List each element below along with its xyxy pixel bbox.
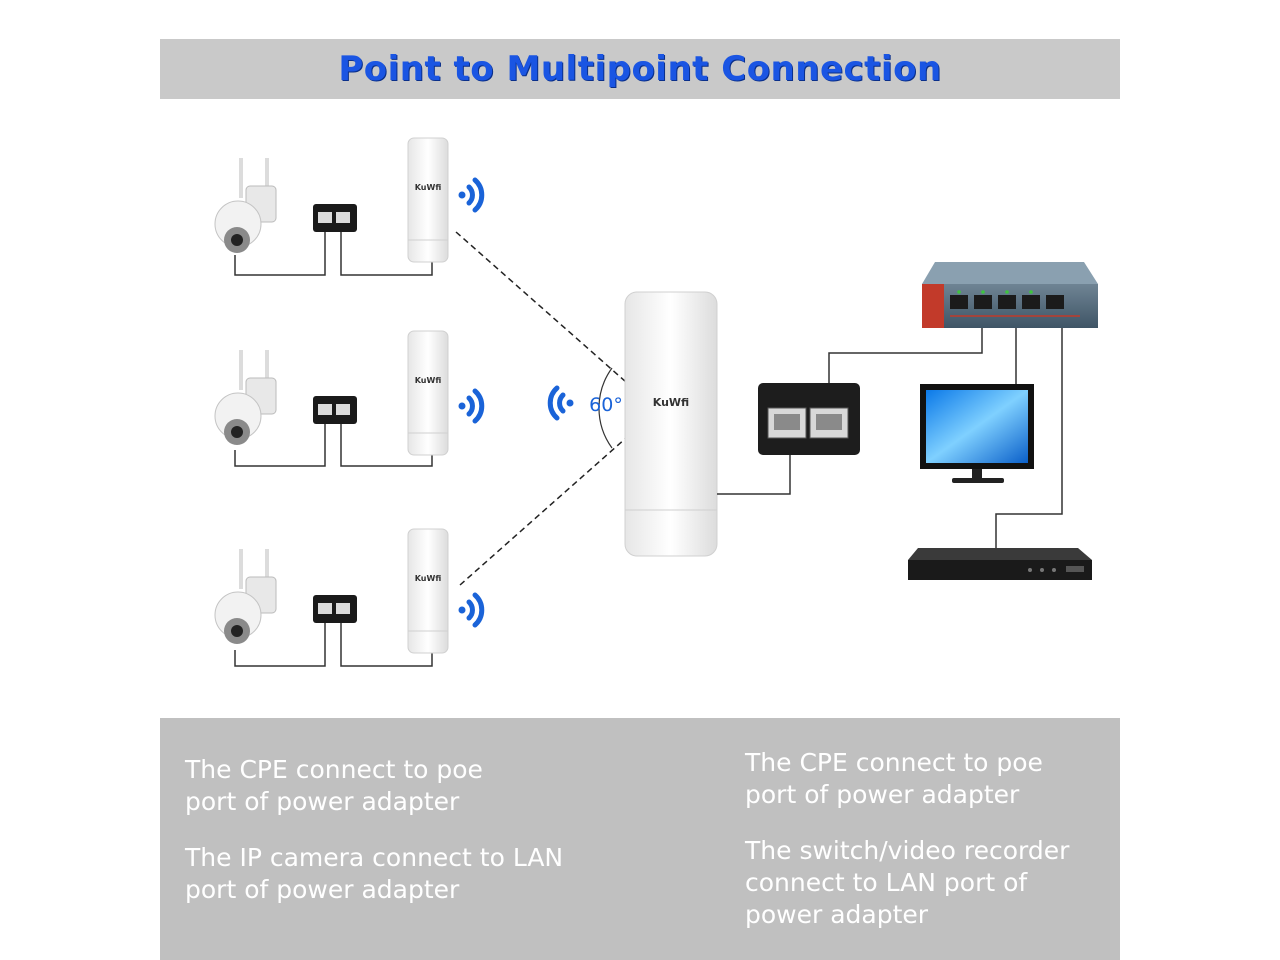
info-note: The CPE connect to poe port of power ada… bbox=[745, 748, 1043, 809]
ip-camera-icon bbox=[214, 158, 277, 253]
wire bbox=[234, 622, 326, 667]
info-note: The IP camera connect to LAN port of pow… bbox=[185, 843, 564, 904]
network-switch-icon bbox=[922, 262, 1098, 328]
poe-adapter-icon bbox=[313, 595, 357, 623]
video-recorder-icon bbox=[908, 548, 1092, 580]
wire bbox=[828, 328, 983, 383]
cpe-brand-label: KuWfi bbox=[415, 574, 442, 583]
cpe-unit: KuWfi bbox=[407, 528, 449, 654]
wifi-signal-icon bbox=[458, 177, 485, 213]
network-diagram: KuWfi KuWfi bbox=[214, 137, 1098, 667]
poe-adapter-icon bbox=[313, 396, 357, 424]
poe-adapter-large-icon bbox=[758, 383, 860, 455]
wifi-signal-icon bbox=[458, 388, 485, 424]
camera-row-2: KuWfi bbox=[214, 330, 449, 467]
angle-label: 60° bbox=[589, 394, 623, 416]
wire bbox=[995, 328, 1063, 548]
wifi-signal-icon bbox=[458, 592, 485, 628]
info-note: The switch/video recorder connect to LAN… bbox=[745, 836, 1070, 929]
ip-camera-icon bbox=[214, 549, 277, 644]
cpe-unit: KuWfi bbox=[407, 137, 449, 263]
monitor-icon bbox=[920, 384, 1034, 483]
wire bbox=[340, 622, 433, 667]
wire bbox=[234, 423, 326, 467]
info-column-left: The CPE connect to poe port of power ada… bbox=[185, 754, 605, 930]
info-note: The CPE connect to poe port of power ada… bbox=[185, 755, 483, 816]
wire bbox=[340, 232, 433, 276]
wifi-signal-icon bbox=[547, 385, 574, 421]
angle-arc bbox=[598, 367, 613, 449]
cpe-brand-label: KuWfi bbox=[415, 376, 442, 385]
cpe-unit: KuWfi bbox=[407, 330, 449, 456]
camera-row-1: KuWfi bbox=[214, 137, 449, 276]
page-title: Point to Multipoint Connection bbox=[338, 49, 942, 89]
info-column-right: The CPE connect to poe port of power ada… bbox=[745, 747, 1105, 955]
wire bbox=[717, 455, 791, 495]
wireless-link bbox=[455, 231, 627, 383]
ip-camera-icon bbox=[214, 350, 277, 445]
wire bbox=[340, 423, 433, 467]
wire bbox=[234, 232, 326, 276]
title-bar: Point to Multipoint Connection bbox=[160, 39, 1120, 99]
poe-adapter-icon bbox=[313, 204, 357, 232]
base-station-brand-label: KuWfi bbox=[653, 396, 689, 409]
camera-row-3: KuWfi bbox=[214, 528, 449, 667]
cpe-brand-label: KuWfi bbox=[415, 183, 442, 192]
info-panel: The CPE connect to poe port of power ada… bbox=[160, 718, 1120, 960]
base-station-cpe: KuWfi bbox=[624, 291, 718, 557]
wireless-link bbox=[459, 437, 627, 586]
